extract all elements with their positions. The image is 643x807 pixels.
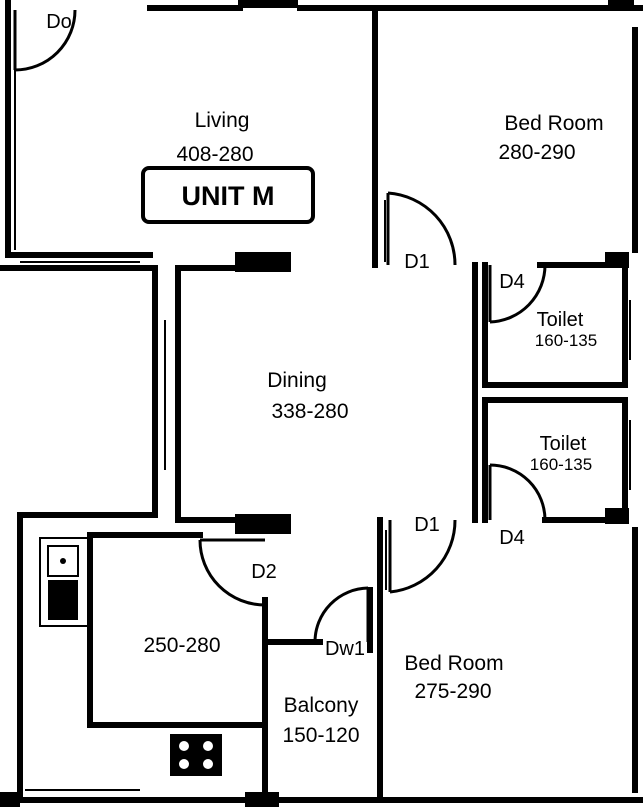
living-size: 408-280: [176, 143, 253, 166]
bed1-name: Bed Room: [504, 112, 603, 135]
door-d4-bottom: [488, 463, 547, 521]
dining-size: 338-280: [271, 400, 348, 423]
door-d2: [198, 538, 266, 607]
door-d1-bottom-label: D1: [414, 514, 440, 536]
door-dw1-label: Dw1: [325, 638, 365, 660]
dining-name: Dining: [267, 369, 327, 392]
toilet2-size: 160-135: [530, 455, 592, 474]
toilet2-name: Toilet: [540, 433, 587, 455]
door-d4-top-label: D4: [499, 271, 525, 293]
unit-label-box: [141, 166, 315, 224]
toilet1-size: 160-135: [535, 331, 597, 350]
door-dw1: [313, 586, 370, 643]
unit-label: UNIT M: [182, 181, 275, 211]
toilet1-name: Toilet: [537, 309, 584, 331]
bed2-size: 275-290: [414, 680, 491, 703]
bed1-size: 280-290: [498, 141, 575, 164]
bed2-name: Bed Room: [404, 652, 503, 675]
door-d4-top: [488, 264, 547, 324]
door-d1-top: [386, 191, 457, 266]
living-name: Living: [195, 109, 250, 132]
sink-icon: [39, 537, 89, 627]
door-d1-top-label: D1: [404, 251, 430, 273]
door-d4-bottom-label: D4: [499, 527, 525, 549]
door-d2-label: D2: [251, 561, 277, 583]
door-do: [13, 9, 77, 72]
stove-icon: [170, 734, 222, 776]
door-do-label: Do: [46, 11, 72, 33]
door-d1-bottom: [388, 519, 457, 594]
kitchen-size: 250-280: [143, 634, 220, 657]
balcony-name: Balcony: [284, 694, 359, 717]
balcony-size: 150-120: [282, 724, 359, 747]
